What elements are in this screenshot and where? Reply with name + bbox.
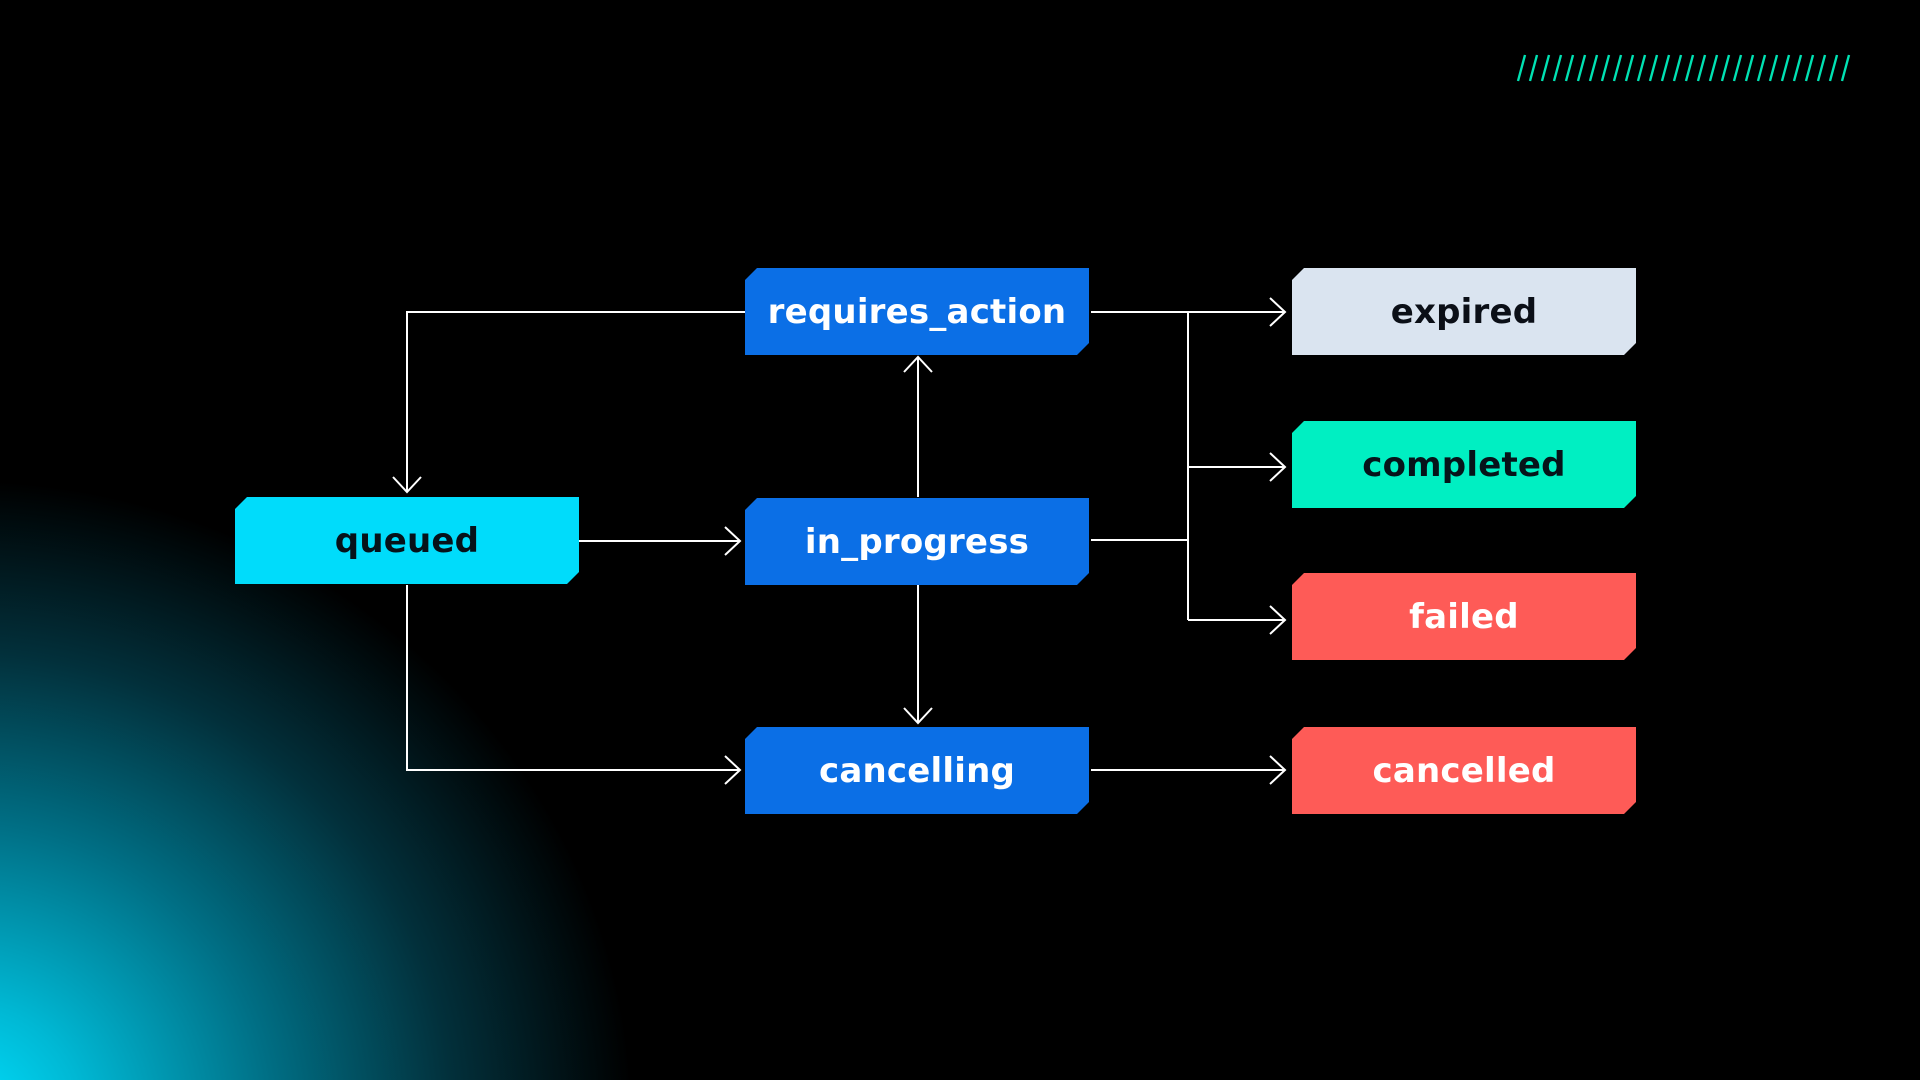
hatch-stripe: [1552, 54, 1563, 82]
hatch-stripe: [1540, 54, 1551, 82]
hatch-stripe: [1756, 54, 1767, 82]
hatch-stripe: [1516, 54, 1527, 82]
hatch-stripe: [1576, 54, 1587, 82]
hatch-stripe: [1792, 54, 1803, 82]
node-cancelled-label: cancelled: [1372, 750, 1556, 791]
hatch-stripe: [1732, 54, 1743, 82]
node-in-progress: in_progress: [745, 498, 1089, 585]
arrowhead-into-queued: [392, 476, 422, 494]
hatch-stripe: [1660, 54, 1671, 82]
hatch-stripe: [1672, 54, 1683, 82]
edge-queued-to-cancelling: [406, 585, 740, 771]
node-in-progress-label: in_progress: [804, 521, 1030, 562]
arrowhead-down-into-cancelling: [903, 707, 933, 725]
hatch-stripe: [1684, 54, 1695, 82]
hatch-stripe: [1624, 54, 1635, 82]
hatch-stripe: [1696, 54, 1707, 82]
hatch-stripe: [1648, 54, 1659, 82]
arrowhead-into-failed: [1269, 605, 1287, 635]
hatch-stripe: [1828, 54, 1839, 82]
node-cancelling: cancelling: [745, 727, 1089, 814]
arrowhead-into-cancelled: [1269, 755, 1287, 785]
arrowhead-into-completed: [1269, 452, 1287, 482]
node-completed: completed: [1292, 421, 1636, 508]
edge-requires-action-to-queued: [406, 311, 745, 492]
node-queued: queued: [235, 497, 579, 584]
hatch-stripe: [1612, 54, 1623, 82]
hatch-stripe: [1528, 54, 1539, 82]
arrowhead-into-expired: [1269, 297, 1287, 327]
arrowhead-into-in-progress: [724, 526, 742, 556]
hatch-stripe: [1600, 54, 1611, 82]
hatch-decoration: [1516, 54, 1851, 82]
hatch-stripe: [1840, 54, 1851, 82]
node-queued-label: queued: [334, 520, 480, 561]
hatch-stripe: [1720, 54, 1731, 82]
node-failed: failed: [1292, 573, 1636, 660]
node-requires-action: requires_action: [745, 268, 1089, 355]
hatch-stripe: [1780, 54, 1791, 82]
hatch-stripe: [1636, 54, 1647, 82]
hatch-stripe: [1564, 54, 1575, 82]
hatch-stripe: [1708, 54, 1719, 82]
node-completed-label: completed: [1362, 444, 1566, 485]
arrowhead-into-requires-action: [903, 355, 933, 373]
node-failed-label: failed: [1409, 596, 1519, 637]
node-requires-action-label: requires_action: [767, 291, 1067, 332]
hatch-stripe: [1816, 54, 1827, 82]
hatch-stripe: [1768, 54, 1779, 82]
node-cancelling-label: cancelling: [818, 750, 1016, 791]
node-expired: expired: [1292, 268, 1636, 355]
arrowhead-into-cancelling: [724, 755, 742, 785]
node-expired-label: expired: [1390, 291, 1538, 332]
hatch-stripe: [1744, 54, 1755, 82]
hatch-stripe: [1588, 54, 1599, 82]
node-cancelled: cancelled: [1292, 727, 1636, 814]
hatch-stripe: [1804, 54, 1815, 82]
